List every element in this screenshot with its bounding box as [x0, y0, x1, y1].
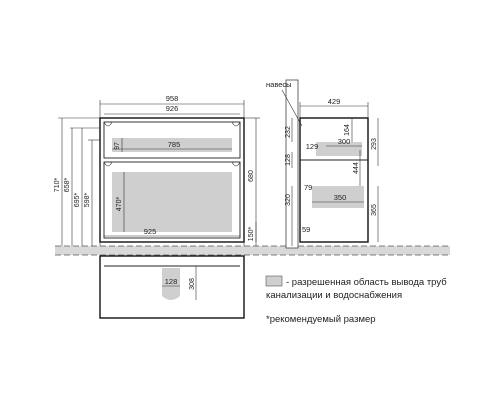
plan-view: 128 308: [99, 255, 245, 319]
dim-leg-height: 150*: [248, 227, 255, 242]
top-drawer: [103, 121, 241, 159]
top-drawer-curve: [103, 121, 113, 127]
dim-left-3: 695*: [74, 193, 81, 208]
dim-base-depth: 59: [302, 225, 310, 234]
dim-lower-offset: 79: [304, 183, 312, 192]
plan-outline: [99, 255, 245, 319]
front-view: 958 926 785 925 97 470* 680 150* 710* 65…: [54, 94, 260, 246]
dim-top-to-hanger: 232: [285, 126, 292, 138]
dim-lower-drawer: 470*: [116, 197, 123, 212]
side-view: навесы 429 129 300 164 232 128 320 79 35…: [266, 79, 379, 249]
plan-pipe-area: [162, 268, 180, 300]
dim-shelf-width: 785: [168, 140, 181, 149]
cabinet-side: [299, 117, 369, 243]
legend-line-2: канализации и водоснабжения: [266, 290, 402, 301]
cabinet-outline: [99, 117, 245, 243]
dim-depth: 429: [328, 97, 341, 106]
dim-right-lower: 365: [371, 204, 378, 216]
dim-inner-width: 926: [166, 104, 179, 113]
dim-cutout-depth: 308: [189, 278, 196, 290]
dim-left-4: 598*: [84, 193, 91, 208]
pipe-area-lower: [112, 172, 232, 232]
lower-drawer-curve: [103, 161, 113, 167]
dim-upper-offset: 129: [306, 142, 319, 151]
pipe-area-top: [112, 138, 232, 152]
legend: - разрешенная область вывода труб канали…: [265, 275, 447, 325]
dim-bottom-width: 925: [144, 227, 157, 236]
dim-floor-height: 320: [285, 194, 292, 206]
floor-line: [55, 245, 450, 256]
top-drawer-curve-right: [231, 121, 241, 127]
side-pipe-area-top: [316, 142, 362, 156]
dim-overall-width: 958: [166, 94, 179, 103]
dim-upper-inner: 164: [344, 124, 351, 136]
dim-right-upper: 293: [371, 138, 378, 150]
dim-lower-depth: 350: [334, 193, 347, 202]
side-pipe-area-lower: [312, 186, 364, 208]
dim-right-mid: 444: [353, 162, 360, 174]
dim-upper-depth: 300: [338, 137, 351, 146]
dim-upper-height: 128: [285, 154, 292, 166]
legend-note: *рекомендуемый размер: [266, 314, 376, 325]
legend-line-1: - разрешенная область вывода труб: [286, 277, 447, 288]
dim-left-2: 658*: [64, 178, 71, 193]
dim-left-1: 710*: [54, 178, 61, 193]
dim-cutout-width: 128: [165, 277, 178, 286]
legend-swatch: [265, 275, 283, 287]
hanger-label: навесы: [266, 80, 292, 89]
lower-drawer: [103, 161, 241, 239]
lower-drawer-curve-right: [231, 161, 241, 167]
dim-body-height: 680: [248, 170, 255, 182]
dim-top-drawer: 97: [114, 142, 121, 150]
